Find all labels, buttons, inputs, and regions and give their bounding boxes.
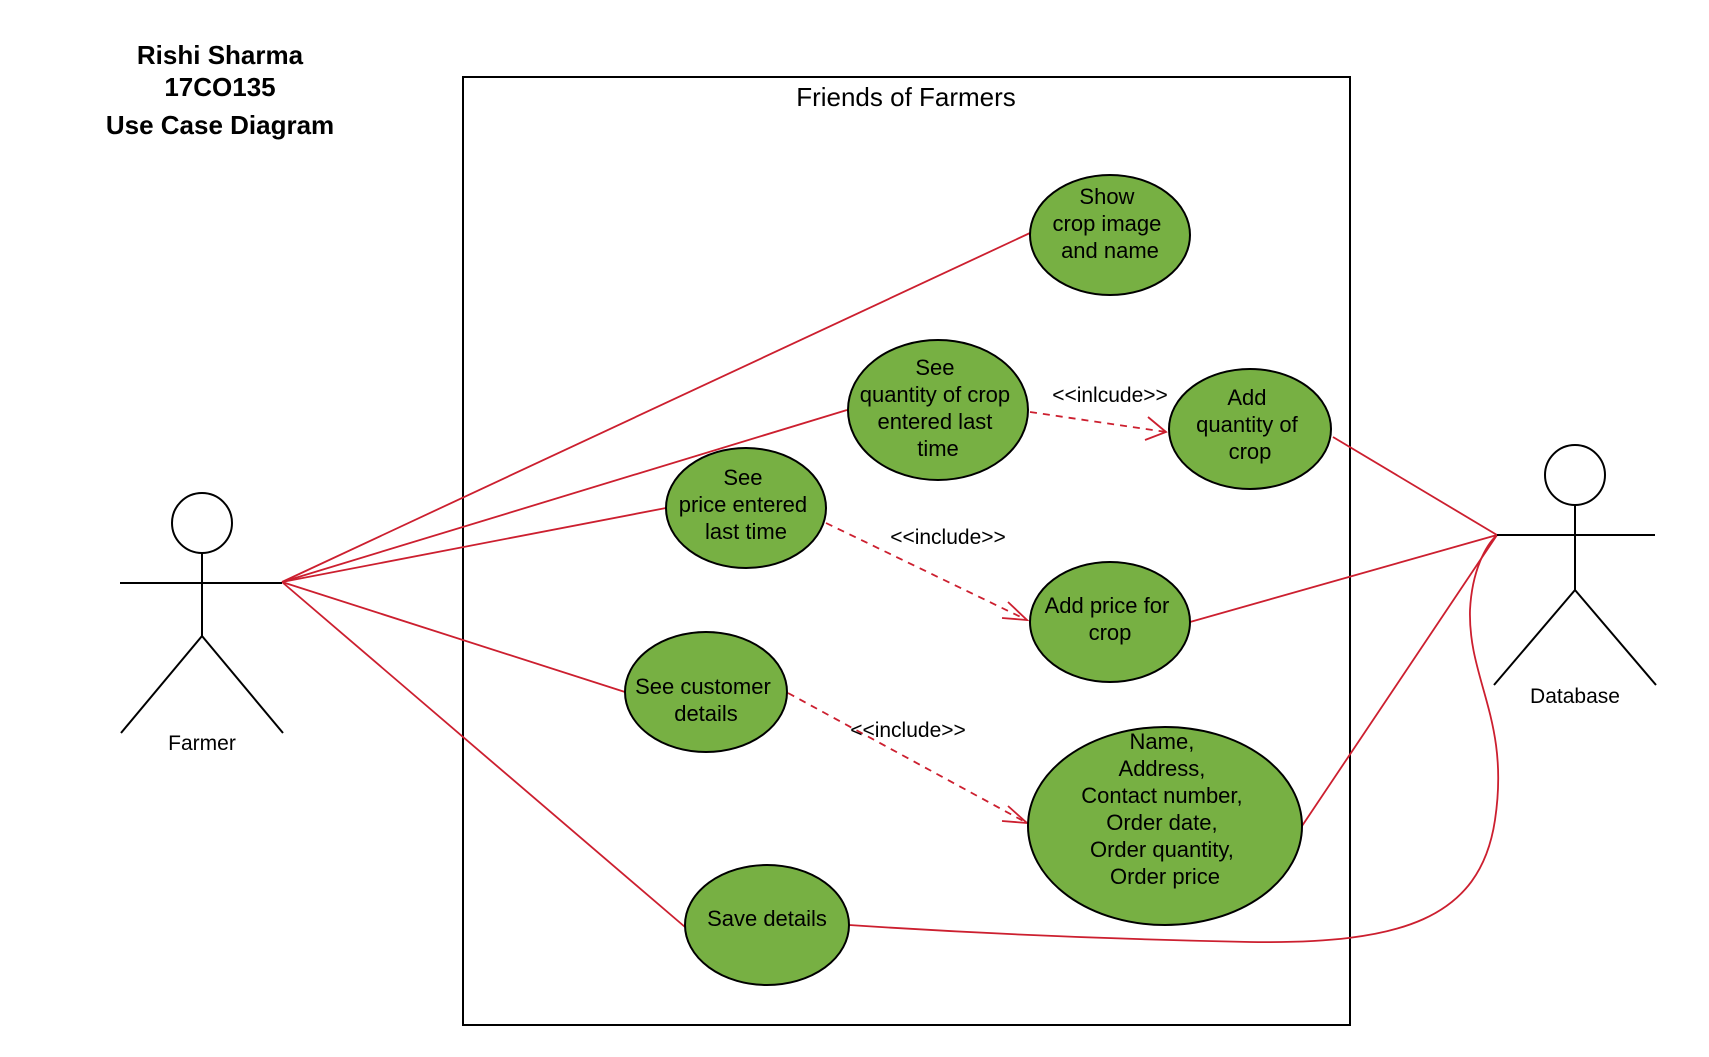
use-case-see-customer-line-1: See customer: [635, 674, 771, 699]
use-case-customer-fields-label: Name, Address, Contact number, Order dat…: [1081, 729, 1249, 889]
include-quantity-label: <<inlcude>>: [1052, 384, 1168, 407]
use-case-customer-fields-line-3: Contact number,: [1081, 783, 1242, 808]
actor-farmer-right-leg: [201, 635, 284, 734]
use-case-add-price-line-1: Add price for: [1045, 593, 1170, 618]
use-case-add-price-label: Add price for crop: [1045, 593, 1176, 645]
assoc-farmer-see-customer: [281, 581, 626, 693]
use-case-show-crop-ellipse: [1029, 174, 1191, 296]
use-case-customer-fields-ellipse: [1027, 726, 1303, 926]
use-case-see-customer-line-2: details: [674, 701, 738, 726]
use-case-add-price-line-2: crop: [1089, 620, 1132, 645]
roll-number: 17CO135: [164, 72, 276, 102]
use-case-customer-fields[interactable]: Name, Address, Contact number, Order dat…: [1027, 726, 1303, 926]
assoc-db-save-details: [848, 534, 1500, 943]
use-case-see-quantity-label: See quantity of crop entered last time: [860, 355, 1017, 461]
use-case-show-crop-line-3: and name: [1061, 238, 1159, 263]
use-case-see-quantity-line-3: entered last: [877, 409, 992, 434]
use-case-see-price-ellipse: [665, 447, 827, 569]
use-case-show-crop-line-2: crop image: [1053, 211, 1162, 236]
use-case-add-quantity-line-1: Add: [1227, 385, 1266, 410]
use-case-see-customer-label: See customer details: [635, 674, 777, 726]
use-case-see-customer-ellipse: [624, 631, 788, 753]
use-case-customer-fields-line-1: Name,: [1130, 729, 1195, 754]
use-case-show-crop-line-1: Show: [1079, 184, 1134, 209]
actor-database-head: [1544, 444, 1606, 506]
use-case-save-details-label: Save details: [707, 906, 827, 931]
system-title: Friends of Farmers: [796, 82, 1016, 112]
diagram-type-label: Use Case Diagram: [105, 110, 335, 140]
use-case-add-quantity[interactable]: Add quantity of crop: [1168, 368, 1332, 490]
use-case-see-quantity-line-2: quantity of crop: [860, 382, 1010, 407]
use-case-add-quantity-ellipse: [1168, 368, 1332, 490]
use-case-customer-fields-line-2: Address,: [1119, 756, 1206, 781]
include-customer-line: [787, 692, 1028, 824]
use-case-customer-fields-line-4: Order date,: [1106, 810, 1217, 835]
use-case-customer-fields-line-6: Order price: [1110, 864, 1220, 889]
use-case-save-details[interactable]: Save details: [684, 864, 850, 986]
database-associations: [848, 436, 1500, 943]
assoc-farmer-see-quantity: [281, 409, 848, 583]
use-case-see-price-line-2: price entered: [679, 492, 807, 517]
use-case-see-quantity-line-4: time: [917, 436, 959, 461]
assoc-farmer-see-price: [281, 507, 667, 583]
use-case-add-price-ellipse: [1029, 561, 1191, 683]
assoc-farmer-show-crop: [281, 232, 1031, 583]
farmer-associations: [281, 232, 1031, 928]
use-case-show-crop-label: Show crop image and name: [1053, 184, 1168, 263]
include-price-arrowhead: [1001, 601, 1030, 622]
assoc-db-add-quantity: [1332, 436, 1498, 536]
assoc-db-customer-fields: [1301, 534, 1498, 827]
actor-farmer-label: Farmer: [168, 732, 236, 755]
include-quantity-arrowhead: [1144, 416, 1168, 441]
use-case-see-price-label: See price entered last time: [679, 465, 814, 544]
use-case-save-details-line-1: Save details: [707, 906, 827, 931]
assoc-farmer-save-details: [281, 581, 686, 928]
system-boundary: [462, 76, 1351, 1026]
include-price-line: [825, 522, 1028, 621]
include-quantity-line: [1029, 411, 1167, 433]
use-case-see-quantity-ellipse: [847, 339, 1029, 481]
use-case-add-quantity-line-3: crop: [1229, 439, 1272, 464]
actor-database[interactable]: Database: [1493, 444, 1657, 708]
use-case-add-quantity-label: Add quantity of crop: [1196, 385, 1304, 464]
author-name: Rishi Sharma: [136, 40, 304, 70]
actor-farmer[interactable]: Farmer: [120, 492, 284, 755]
use-case-see-quantity[interactable]: See quantity of crop entered last time: [847, 339, 1029, 481]
use-case-add-price[interactable]: Add price for crop: [1029, 561, 1191, 683]
use-case-see-price-line-3: last time: [705, 519, 787, 544]
actor-farmer-left-leg: [120, 635, 203, 734]
use-case-show-crop[interactable]: Show crop image and name: [1029, 174, 1191, 296]
use-case-save-details-ellipse: [684, 864, 850, 986]
actor-farmer-head: [171, 492, 233, 554]
use-case-see-price-line-1: See: [723, 465, 762, 490]
actor-database-left-leg: [1493, 589, 1576, 686]
include-customer-arrowhead: [1001, 805, 1030, 825]
use-case-add-quantity-line-2: quantity of: [1196, 412, 1298, 437]
use-case-see-price[interactable]: See price entered last time: [665, 447, 827, 569]
include-price-label: <<include>>: [890, 526, 1006, 549]
use-case-see-customer[interactable]: See customer details: [624, 631, 788, 753]
use-case-customer-fields-line-5: Order quantity,: [1090, 837, 1234, 862]
include-customer-label: <<include>>: [850, 719, 966, 742]
assoc-db-add-price: [1189, 534, 1498, 623]
actor-database-label: Database: [1530, 685, 1620, 708]
include-relationships: <<inlcude>> <<include>> <<include>>: [787, 384, 1168, 825]
use-case-see-quantity-line-1: See: [915, 355, 954, 380]
actor-database-right-leg: [1574, 589, 1657, 686]
